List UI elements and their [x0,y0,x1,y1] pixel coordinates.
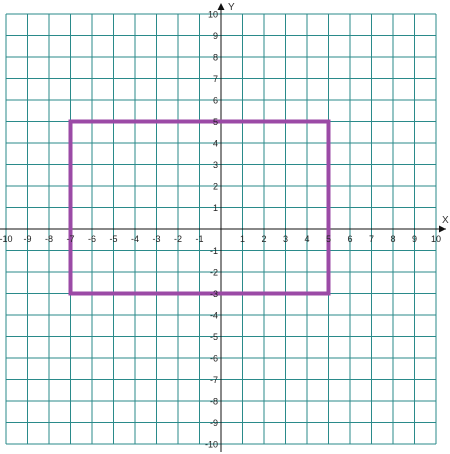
y-tick-label: -2 [210,268,218,278]
x-tick-label: 4 [304,234,309,244]
x-axis-arrow-icon [439,225,446,233]
rectangle-vertex-point [326,291,331,296]
axes [0,3,446,452]
y-tick-label: 10 [208,10,218,20]
x-tick-labels: -10 -9 -8 -7 -6 -5 -4 -3 -2 -1 1 2 3 4 5 6 7 8 9 10 [0,234,441,244]
y-tick-label: 6 [213,96,218,106]
y-tick-label: 4 [213,139,218,149]
y-tick-label: 8 [213,53,218,63]
x-tick-label: 3 [283,234,288,244]
x-tick-label: -7 [66,234,74,244]
x-axis-label: X [442,215,449,226]
y-tick-label: -1 [210,246,218,256]
x-tick-label: -4 [131,234,139,244]
x-tick-label: -5 [109,234,117,244]
y-tick-label: -7 [210,375,218,385]
x-tick-label: -2 [174,234,182,244]
y-tick-label: -4 [210,311,218,321]
rectangle-vertex-point [68,119,73,124]
y-tick-label: 9 [213,31,218,41]
y-axis-arrow-icon [217,3,225,10]
x-tick-label: -8 [45,234,53,244]
x-tick-label: 8 [390,234,395,244]
rectangle-vertex-point [68,291,73,296]
y-axis-label: Y [228,2,235,13]
x-tick-label: 7 [369,234,374,244]
x-tick-label: -10 [0,234,13,244]
y-tick-label: 5 [213,117,218,127]
x-tick-label: -9 [23,234,31,244]
x-tick-label: 1 [240,234,245,244]
y-tick-label: -3 [210,289,218,299]
x-tick-label: 5 [326,234,331,244]
x-tick-label: 10 [431,234,441,244]
y-tick-labels: 10 9 8 7 6 5 4 3 2 1 -1 -2 -3 -4 -5 -6 -7 -8 -9 -10 [205,10,218,450]
y-tick-label: -6 [210,354,218,364]
x-tick-label: -6 [88,234,96,244]
y-tick-label: 7 [213,74,218,84]
y-tick-label: -5 [210,332,218,342]
x-tick-label: -3 [152,234,160,244]
rectangle-vertex-point [326,119,331,124]
y-tick-label: -9 [210,418,218,428]
y-tick-label: 3 [213,160,218,170]
x-tick-label: 2 [261,234,266,244]
x-tick-label: 9 [412,234,417,244]
y-tick-label: 1 [213,203,218,213]
x-tick-label: -1 [195,234,203,244]
series [68,119,331,296]
x-tick-label: 6 [347,234,352,244]
y-tick-label: -10 [205,440,218,450]
y-tick-label: -8 [210,397,218,407]
y-tick-label: 2 [213,182,218,192]
